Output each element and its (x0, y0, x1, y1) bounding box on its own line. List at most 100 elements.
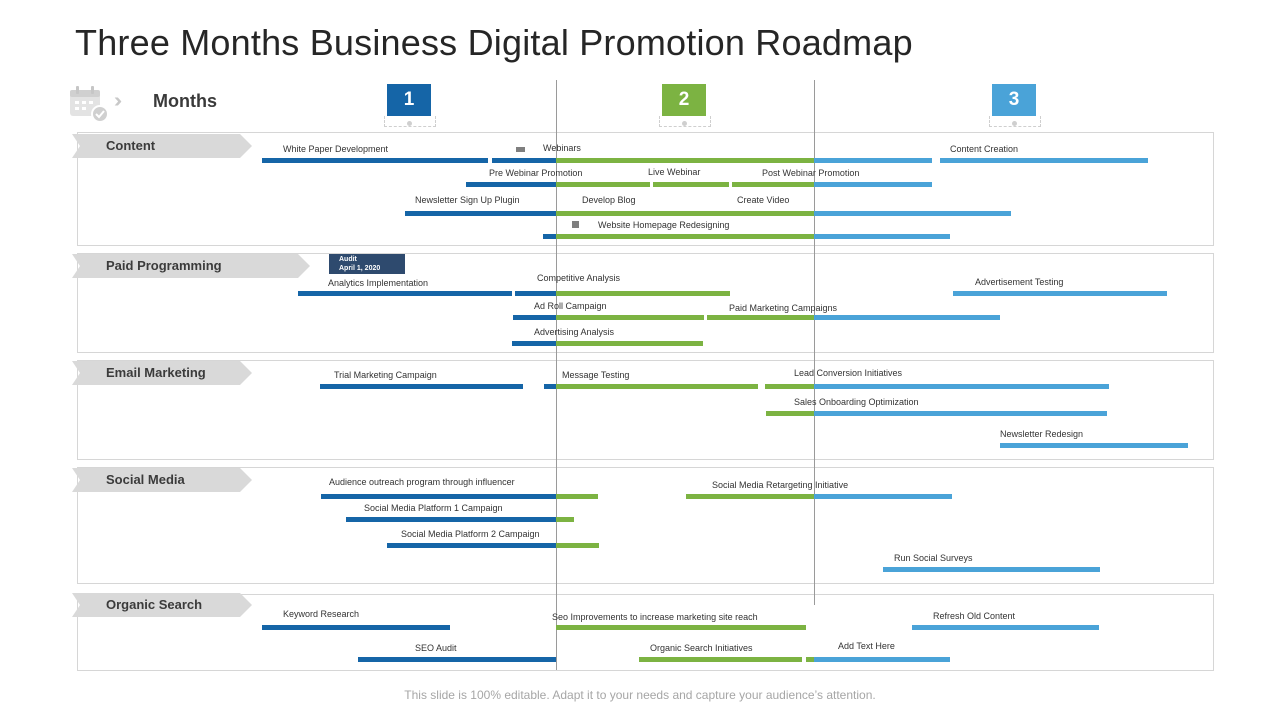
task-bar (556, 315, 704, 320)
task-bar (814, 494, 952, 499)
task-bar (814, 182, 932, 187)
audit-marker: Audit April 1, 2020 (329, 254, 405, 274)
month-divider-2 (814, 80, 815, 605)
task-bar (556, 625, 806, 630)
task-bar (556, 543, 599, 548)
panel-content (77, 132, 1214, 246)
task-bar (814, 384, 1109, 389)
footer-note: This slide is 100% editable. Adapt it to… (404, 688, 876, 702)
task-bar (513, 315, 556, 320)
months-label: Months (153, 91, 217, 111)
task-label: SEO Audit (415, 643, 457, 653)
task-label: Add Text Here (838, 641, 895, 651)
task-label: Post Webinar Promotion (762, 168, 860, 178)
task-bar (707, 315, 814, 320)
task-bar (556, 234, 814, 239)
task-bar (492, 158, 556, 163)
category-organic-search: Organic Search (72, 593, 252, 617)
category-content: Content (72, 134, 252, 158)
month-1-dot (407, 121, 412, 126)
task-bar (405, 211, 556, 216)
panel-email-marketing (77, 360, 1214, 460)
task-bar (814, 234, 950, 239)
task-bar (515, 291, 556, 296)
task-bar (653, 182, 729, 187)
page-title: Three Months Business Digital Promotion … (75, 22, 913, 63)
task-bar (262, 625, 450, 630)
task-label: Audience outreach program through influe… (329, 477, 515, 487)
task-label: Lead Conversion Initiatives (794, 368, 903, 378)
panel-organic-search (77, 594, 1214, 671)
month-3-badge: 3 (992, 84, 1036, 116)
task-bar (543, 234, 556, 239)
task-label: Live Webinar (648, 167, 701, 177)
task-label: Organic Search Initiatives (650, 643, 753, 653)
task-bar (732, 182, 814, 187)
task-bar (358, 657, 556, 662)
chevrons-icon: ››› (114, 90, 122, 112)
audit-title: Audit (339, 256, 357, 263)
task-label: Paid Marketing Campaigns (729, 303, 838, 313)
task-label: Website Homepage Redesigning (598, 220, 730, 230)
task-bar (1000, 443, 1188, 448)
month-3-dot (1012, 121, 1017, 126)
task-bar (556, 182, 650, 187)
month-2-badge: 2 (662, 84, 706, 116)
task-label: Social Media Platform 1 Campaign (364, 503, 503, 513)
task-label: Analytics Implementation (328, 278, 429, 288)
task-bar (883, 567, 1100, 572)
task-bar (814, 211, 1011, 216)
task-bar (298, 291, 512, 296)
task-bar (765, 384, 814, 389)
task-label: Advertising Analysis (534, 327, 615, 337)
task-label: Develop Blog (582, 195, 636, 205)
task-bar (512, 341, 556, 346)
task-label: Keyword Research (283, 609, 360, 619)
task-bar (940, 158, 1148, 163)
category-email-marketing: Email Marketing (72, 361, 252, 385)
task-label: Sales Onboarding Optimization (794, 397, 919, 407)
calendar-icon (70, 86, 109, 123)
task-bar (766, 411, 814, 416)
task-bar (321, 494, 556, 499)
task-label: Social Media Retargeting Initiative (712, 480, 849, 490)
task-label: Refresh Old Content (933, 611, 1016, 621)
task-label: Run Social Surveys (894, 553, 973, 563)
task-bar (912, 625, 1099, 630)
task-label: Seo Improvements to increase marketing s… (552, 612, 758, 622)
milestone-marker (572, 221, 579, 228)
task-bar (466, 182, 556, 187)
task-bar (814, 158, 932, 163)
task-bar (556, 384, 758, 389)
category-paid-programming: Paid Programming (72, 254, 310, 278)
task-bar (953, 291, 1167, 296)
panel-paid-programming (77, 253, 1214, 353)
task-label: White Paper Development (283, 144, 389, 154)
task-label: Newsletter Redesign (1000, 429, 1084, 439)
task-bar (639, 657, 802, 662)
task-bar (346, 517, 556, 522)
task-bar (262, 158, 488, 163)
task-bar (814, 315, 1000, 320)
task-label: Create Video (737, 195, 790, 205)
task-label: Trial Marketing Campaign (334, 370, 437, 380)
task-bar (556, 291, 730, 296)
task-bar (556, 341, 703, 346)
category-social-media: Social Media (72, 468, 252, 492)
milestone-marker (516, 147, 525, 152)
month-2-dot (682, 121, 687, 126)
task-bar (814, 657, 950, 662)
task-label: Content Creation (950, 144, 1019, 154)
task-bar (814, 411, 1107, 416)
task-bar (556, 158, 814, 163)
task-bar (556, 517, 574, 522)
task-bar (544, 384, 556, 389)
task-label: Advertisement Testing (975, 277, 1064, 287)
task-label: Social Media Platform 2 Campaign (401, 529, 540, 539)
month-1-badge: 1 (387, 84, 431, 116)
task-bar (556, 211, 814, 216)
panel-social-media (77, 467, 1214, 584)
task-label: Message Testing (562, 370, 630, 380)
task-bar (320, 384, 523, 389)
task-label: Newsletter Sign Up Plugin (415, 195, 520, 205)
